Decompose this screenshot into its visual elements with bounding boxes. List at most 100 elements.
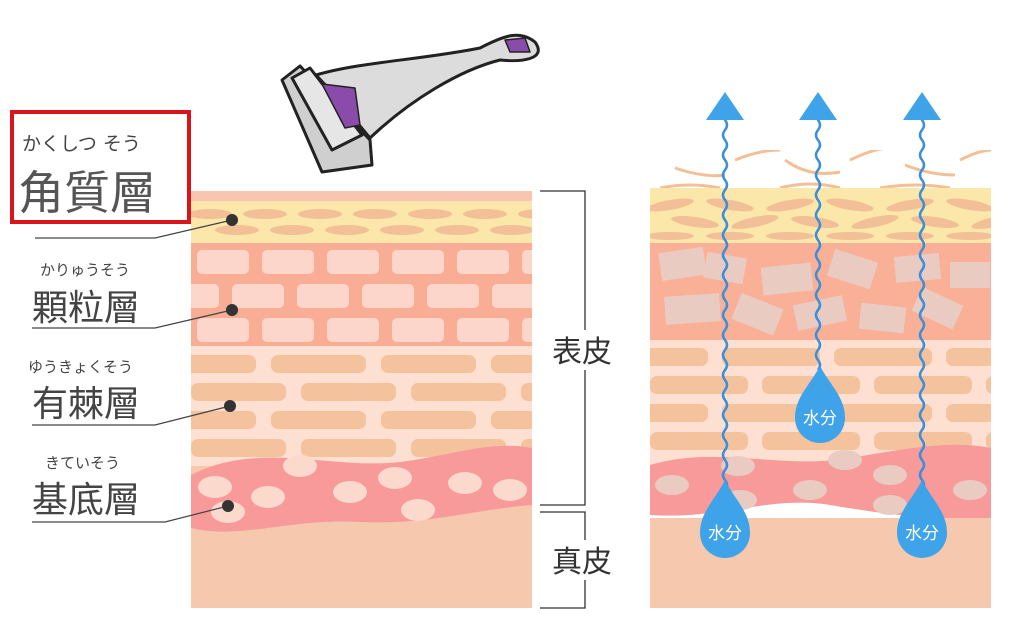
cell bbox=[392, 250, 444, 274]
cell bbox=[435, 225, 479, 235]
water-drop-icon bbox=[700, 480, 750, 558]
pointer-dot bbox=[226, 214, 238, 226]
cell bbox=[826, 198, 874, 212]
cell bbox=[191, 355, 256, 373]
cell bbox=[521, 383, 532, 401]
cell bbox=[851, 215, 899, 229]
cell bbox=[671, 216, 719, 228]
cell bbox=[522, 250, 532, 274]
cell bbox=[946, 404, 991, 422]
pointer-dot bbox=[224, 400, 236, 412]
water-evaporation-path bbox=[918, 109, 926, 491]
highlight-box bbox=[10, 110, 191, 224]
label-ruby: かりゅうそう bbox=[40, 261, 130, 279]
label-stratum-basale: 基底層 bbox=[32, 480, 140, 521]
cell bbox=[270, 225, 314, 235]
cell bbox=[243, 209, 287, 219]
cell bbox=[381, 411, 476, 429]
moisture-label: 水分 bbox=[803, 409, 837, 429]
label-stratum-spinosum: 有棘層 bbox=[32, 384, 140, 425]
cell bbox=[197, 318, 249, 342]
cell bbox=[353, 209, 397, 219]
right-skin-cross-section bbox=[650, 150, 991, 608]
cell bbox=[463, 209, 507, 219]
cell bbox=[301, 383, 396, 401]
label-ruby: きていそう bbox=[45, 454, 120, 472]
cell bbox=[518, 209, 532, 219]
arrow-up-icon bbox=[706, 92, 744, 120]
cell bbox=[427, 284, 479, 308]
cell bbox=[392, 318, 444, 342]
label-stratum-corneum: 角質層 bbox=[18, 166, 156, 220]
stratum-corneum-layer bbox=[191, 201, 532, 243]
cell bbox=[986, 376, 991, 394]
cell bbox=[490, 225, 532, 235]
cell bbox=[327, 250, 379, 274]
cell bbox=[522, 318, 532, 342]
cell bbox=[911, 216, 959, 228]
cell bbox=[946, 198, 991, 212]
left-skin-cross-section bbox=[191, 191, 589, 608]
cell bbox=[191, 209, 232, 219]
cell bbox=[722, 348, 820, 366]
cell bbox=[271, 411, 366, 429]
cell bbox=[491, 411, 532, 429]
cell bbox=[362, 284, 414, 308]
cell bbox=[191, 284, 219, 308]
water-drop-icon bbox=[795, 366, 845, 443]
label-ruby: かくしつ そう bbox=[22, 133, 141, 155]
cell bbox=[298, 209, 342, 219]
cell bbox=[826, 232, 874, 240]
water-evaporation-path bbox=[721, 109, 729, 491]
dermis-label: 真皮 bbox=[552, 545, 612, 580]
cell bbox=[834, 348, 932, 366]
cell bbox=[491, 355, 532, 373]
cell bbox=[215, 225, 259, 235]
cell bbox=[297, 284, 349, 308]
leader-lines bbox=[32, 219, 233, 523]
cell bbox=[411, 383, 506, 401]
cell bbox=[766, 198, 814, 212]
derma-roller-icon bbox=[280, 33, 540, 174]
pointer-dot bbox=[222, 500, 234, 512]
cell bbox=[650, 376, 748, 394]
cell bbox=[271, 355, 366, 373]
cell bbox=[327, 318, 379, 342]
cell bbox=[650, 432, 748, 450]
cell bbox=[946, 232, 991, 240]
cell bbox=[381, 355, 476, 373]
water-evaporation-path bbox=[814, 109, 822, 371]
cell bbox=[457, 318, 509, 342]
label-ruby: ゆうきょくそう bbox=[28, 358, 133, 376]
cell bbox=[262, 250, 314, 274]
cell bbox=[408, 209, 452, 219]
cell bbox=[521, 439, 532, 457]
cell bbox=[650, 232, 694, 240]
cell bbox=[650, 198, 694, 212]
moisture-label: 水分 bbox=[905, 524, 939, 544]
cell bbox=[731, 215, 779, 229]
cell bbox=[834, 404, 932, 422]
cell bbox=[545, 225, 589, 235]
cell bbox=[191, 383, 286, 401]
cell bbox=[766, 232, 814, 240]
moisture-label: 水分 bbox=[708, 524, 742, 544]
cell bbox=[971, 215, 991, 229]
cell bbox=[262, 318, 314, 342]
water-drop-icon bbox=[897, 480, 947, 558]
cell bbox=[191, 411, 256, 429]
arrow-up-icon bbox=[903, 92, 941, 120]
cell bbox=[191, 439, 286, 457]
cell bbox=[650, 404, 708, 422]
cell bbox=[946, 348, 991, 366]
cell bbox=[325, 225, 369, 235]
arrow-up-icon bbox=[799, 92, 837, 120]
cell bbox=[232, 284, 284, 308]
cell bbox=[986, 432, 991, 450]
cell bbox=[706, 198, 754, 212]
cell bbox=[650, 348, 708, 366]
cell bbox=[886, 232, 934, 240]
cell bbox=[492, 284, 532, 308]
cell bbox=[706, 232, 754, 240]
